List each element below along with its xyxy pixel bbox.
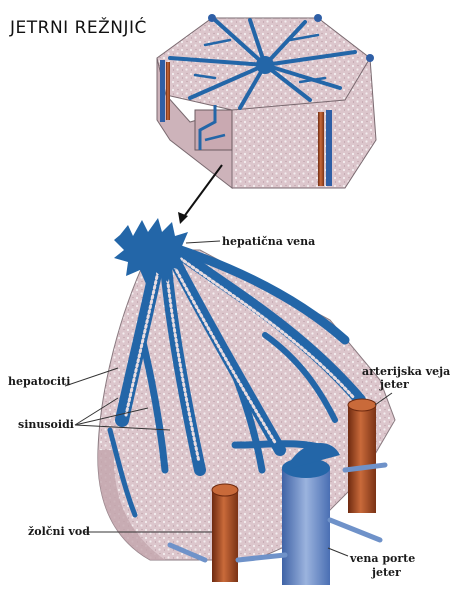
bile-duct-tube [212, 484, 238, 582]
hepatic-artery-tube [348, 399, 376, 513]
label-hepatic-artery-line2: jeter [380, 379, 409, 391]
label-sinusoids: sinusoidi [18, 419, 74, 431]
label-portal-vein-line1: vena porte [350, 553, 415, 565]
zoom-arrow [178, 165, 222, 224]
enlarged-lobule-segment [98, 218, 395, 585]
label-hepatic-artery-line1: arterijska veja [362, 366, 450, 378]
label-hepatocytes: hepatociti [8, 376, 70, 388]
label-hepatic-vein: hepatična vena [222, 236, 315, 248]
label-bile-duct: žolčni vod [28, 526, 90, 538]
diagram-title: JETRNI REŽNJIĆ [10, 18, 147, 38]
hexagonal-lobule [157, 14, 376, 188]
label-portal-vein-line2: jeter [372, 567, 401, 579]
